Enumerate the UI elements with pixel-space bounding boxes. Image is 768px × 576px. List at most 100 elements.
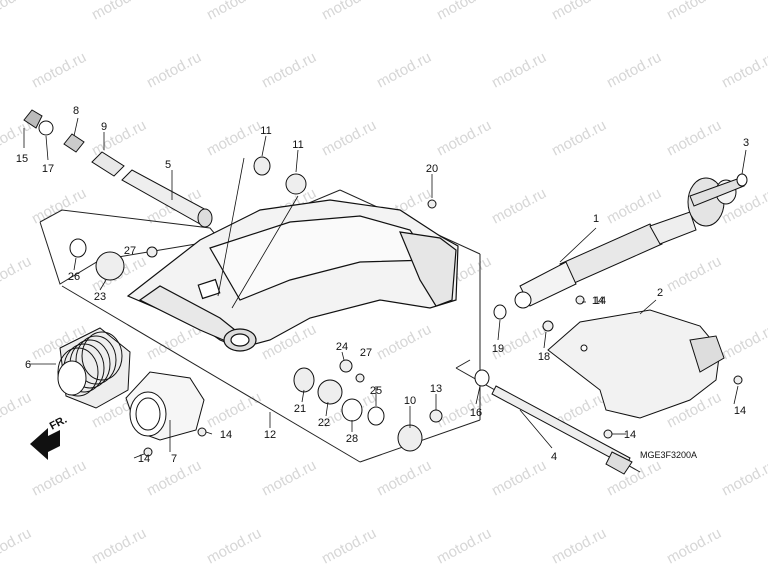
watermark-text: motod.ru <box>319 525 379 568</box>
rubber-11-a <box>253 156 271 176</box>
callout-15: 15 <box>16 153 28 165</box>
callout-19: 19 <box>492 343 504 355</box>
collar-10 <box>397 424 423 452</box>
watermark-text: motod.ru <box>0 389 34 432</box>
callout-14: 14 <box>138 453 150 465</box>
leader-lines <box>23 117 747 459</box>
callout-14: 14 <box>592 295 604 307</box>
callout-21: 21 <box>294 403 306 415</box>
callout-14: 14 <box>624 429 636 441</box>
catalog-code: MGE3F3200A <box>640 450 697 460</box>
watermark-text: motod.ru <box>489 185 549 228</box>
watermark-text: motod.ru <box>29 457 89 500</box>
callout-16: 16 <box>470 407 482 419</box>
callout-7: 7 <box>171 453 177 465</box>
watermark-text: motod.ru <box>434 525 494 568</box>
watermark-text: motod.ru <box>319 117 379 160</box>
watermark-text: motod.ru <box>0 525 34 568</box>
watermark-text: motod.ru <box>319 0 379 24</box>
callout-10: 10 <box>404 395 416 407</box>
callout-1: 1 <box>593 213 599 225</box>
watermark-text: motod.ru <box>29 185 89 228</box>
callout-24: 24 <box>336 341 348 353</box>
bolt-18 <box>542 320 554 332</box>
callout-27: 27 <box>360 347 372 359</box>
callout-28: 28 <box>346 433 358 445</box>
bolt-14-guard <box>197 427 207 437</box>
callout-25: 25 <box>370 385 382 397</box>
watermark-text: motod.ru <box>374 457 434 500</box>
seal-26 <box>69 238 87 258</box>
bearing-22 <box>317 379 343 405</box>
watermark-text: motod.ru <box>549 117 609 160</box>
watermark-text: motod.ru <box>29 49 89 92</box>
callout-8: 8 <box>73 105 79 117</box>
callout-labels: 1234567891011111213141414141414151617181… <box>16 105 749 465</box>
boot-6 <box>57 327 131 409</box>
ring-19 <box>493 304 507 320</box>
watermark-text: motod.ru <box>89 0 149 24</box>
bearing-21 <box>293 367 315 393</box>
cap-27-lower <box>355 373 365 383</box>
watermark-text: motod.ru <box>604 185 664 228</box>
shaft-cover-2 <box>547 309 725 419</box>
ring-28 <box>341 398 363 422</box>
watermark-text: motod.ru <box>719 457 768 500</box>
watermark-text: motod.ru <box>434 0 494 24</box>
callout-2: 2 <box>657 287 663 299</box>
callout-4: 4 <box>551 451 557 463</box>
bearing-23 <box>95 251 125 281</box>
callout-18: 18 <box>538 351 550 363</box>
watermark-text: motod.ru <box>204 525 264 568</box>
callout-14: 14 <box>734 405 746 417</box>
rubber-11-b <box>285 173 307 195</box>
drive-shaft-1 <box>514 177 745 309</box>
watermark-text: motod.ru <box>719 321 768 364</box>
clip-3 <box>736 173 748 187</box>
watermark-text: motod.ru <box>489 457 549 500</box>
watermark-text: motod.ru <box>89 117 149 160</box>
bolt-20 <box>427 199 437 209</box>
watermark-text: motod.ru <box>549 0 609 24</box>
washer-16 <box>474 369 490 387</box>
watermark-text: motod.ru <box>489 49 549 92</box>
callout-20: 20 <box>426 163 438 175</box>
callout-14: 14 <box>220 429 232 441</box>
watermark-text: motod.ru <box>0 0 34 24</box>
watermark-text: motod.ru <box>204 117 264 160</box>
boot-guard-7 <box>125 371 205 441</box>
callout-6: 6 <box>25 359 31 371</box>
callout-12: 12 <box>264 429 276 441</box>
watermark-text: motod.ru <box>664 253 724 296</box>
bolt-14-lower <box>603 429 613 439</box>
watermark-text: motod.ru <box>549 525 609 568</box>
callout-23: 23 <box>94 291 106 303</box>
watermark-text: motod.ru <box>604 49 664 92</box>
bearings-seals <box>69 156 748 457</box>
watermark-text: motod.ru <box>664 117 724 160</box>
callout-3: 3 <box>743 137 749 149</box>
bolt-14-upper <box>575 295 585 305</box>
seal-25 <box>367 406 385 426</box>
pivot-bolt-4 <box>491 385 633 475</box>
callout-9: 9 <box>101 121 107 133</box>
callout-11: 11 <box>292 139 303 151</box>
watermark-text: motod.ru <box>664 0 724 24</box>
swing-arm <box>126 199 459 352</box>
bolt-14-right <box>733 375 743 385</box>
watermark-text: motod.ru <box>259 457 319 500</box>
callout-27: 27 <box>124 245 136 257</box>
watermark-text: motod.ru <box>144 49 204 92</box>
callout-5: 5 <box>165 159 171 171</box>
watermark-text: motod.ru <box>719 49 768 92</box>
pipe-5 <box>23 109 213 228</box>
callout-13: 13 <box>430 383 442 395</box>
callout-26: 26 <box>68 271 80 283</box>
watermark-text: motod.ru <box>89 525 149 568</box>
collar-13 <box>429 409 443 423</box>
callout-14: 14 <box>594 295 606 307</box>
collar-24 <box>339 359 353 373</box>
front-arrow-icon <box>30 428 60 460</box>
